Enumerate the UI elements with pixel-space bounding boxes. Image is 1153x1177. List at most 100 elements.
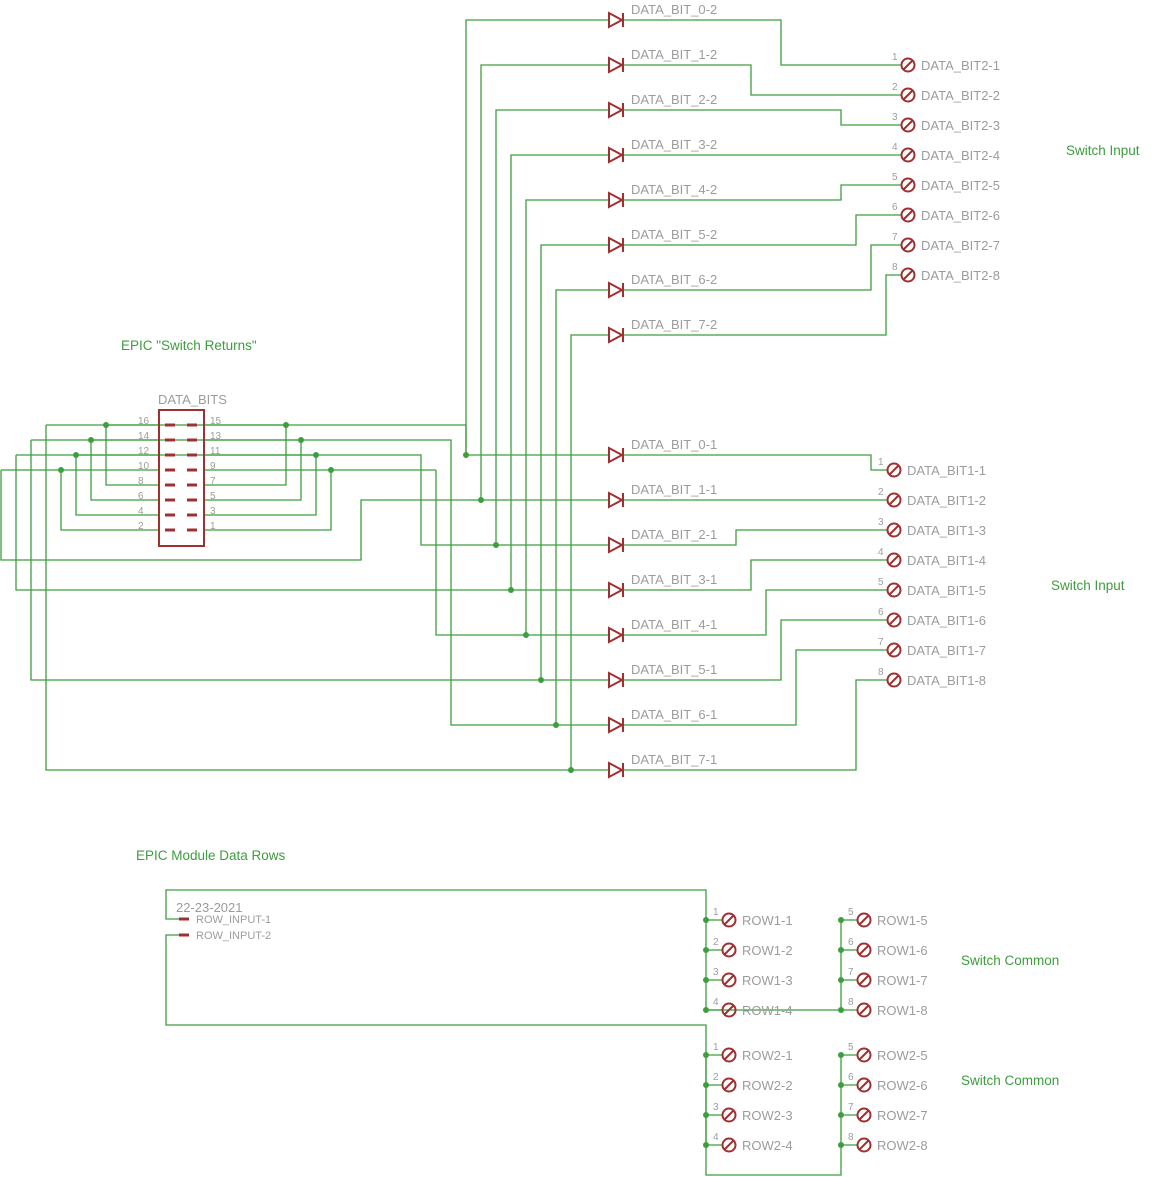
row-connector-name: 22-23-2021 [176, 900, 243, 915]
terminal-pin-number: 4 [713, 1132, 719, 1143]
connector-wire [204, 470, 332, 531]
connector-wire [30, 440, 608, 681]
note-switch-returns: EPIC "Switch Returns" [121, 338, 257, 353]
terminal-pin-number: 3 [878, 517, 884, 528]
connector-pin-left [165, 468, 175, 472]
diode-group2 [608, 281, 625, 299]
terminal-pin-number: 7 [878, 637, 884, 648]
connector-wire [90, 440, 159, 501]
diode-group2 [608, 191, 625, 209]
connector-pin-left [165, 498, 175, 502]
terminal-row [721, 912, 737, 928]
connector-pin-left [165, 423, 175, 427]
terminal-slash [858, 1079, 870, 1091]
junction-dot [703, 1112, 709, 1118]
junction-dot [283, 422, 289, 428]
terminal-slash [858, 1049, 870, 1061]
terminal-slash [902, 119, 914, 131]
diode-symbol [608, 446, 625, 464]
terminal-label: ROW2-1 [742, 1048, 793, 1063]
terminal-label: DATA_BIT2-4 [921, 148, 1000, 163]
diode-group1 [608, 761, 625, 779]
junction-dot [703, 917, 709, 923]
terminal-bit1 [886, 612, 902, 628]
diode-group1 [608, 671, 625, 689]
terminal-row [856, 1107, 872, 1123]
terminal-slash [888, 644, 900, 656]
terminal-label: ROW2-8 [877, 1138, 928, 1153]
terminal-bit2 [900, 117, 916, 133]
connector-pin-right [187, 438, 197, 442]
terminal-row [856, 1137, 872, 1153]
terminal-slash [902, 179, 914, 191]
terminal-label: ROW2-7 [877, 1108, 928, 1123]
note-switch-common-2: Switch Common [961, 1073, 1059, 1088]
diode-symbol [608, 236, 625, 254]
diode-symbol [608, 761, 625, 779]
terminal-pin-number: 7 [848, 967, 854, 978]
bus-wire [540, 244, 608, 680]
connector-pin-left [165, 438, 175, 442]
terminal-row [721, 1077, 737, 1093]
diode-symbol [608, 536, 625, 554]
terminal-bit1 [886, 642, 902, 658]
terminal-slash [888, 674, 900, 686]
row-input-1-label: ROW_INPUT-1 [196, 914, 271, 926]
connector-pin-number: 15 [210, 416, 222, 427]
terminal-pin-number: 6 [848, 1072, 854, 1083]
terminal-pin-number: 7 [892, 232, 898, 243]
connector-pin-number: 16 [138, 416, 150, 427]
junction-dot [703, 977, 709, 983]
terminal-pin-number: 4 [892, 142, 898, 153]
diode-label: DATA_BIT_7-1 [631, 752, 717, 767]
output-wire [624, 529, 888, 546]
terminal-label: DATA_BIT2-5 [921, 178, 1000, 193]
connector-pin-number: 14 [138, 431, 150, 442]
terminal-row [721, 1002, 737, 1018]
connector-wire [45, 425, 608, 771]
terminal-label: DATA_BIT2-2 [921, 88, 1000, 103]
terminal-slash [902, 269, 914, 281]
terminal-pin-number: 5 [892, 172, 898, 183]
terminal-row [856, 1077, 872, 1093]
terminal-bit2 [900, 87, 916, 103]
terminal-row [856, 1047, 872, 1063]
junction-dot [703, 1082, 709, 1088]
junction-dot [73, 452, 79, 458]
diode-group2 [608, 146, 625, 164]
diode-symbol [608, 671, 625, 689]
connector-name: DATA_BITS [158, 392, 227, 407]
terminal-pin-number: 8 [848, 1132, 854, 1143]
terminal-label: ROW1-5 [877, 913, 928, 928]
terminal-label: ROW1-3 [742, 973, 793, 988]
connector-wire [15, 455, 608, 591]
diode-group2 [608, 11, 625, 29]
diode-symbol [608, 146, 625, 164]
junction-dot [838, 917, 844, 923]
terminal-label: DATA_BIT2-7 [921, 238, 1000, 253]
labels: Switch Input Switch Input EPIC "Switch R… [121, 2, 1140, 1153]
terminal-label: ROW2-6 [877, 1078, 928, 1093]
terminal-label: DATA_BIT2-6 [921, 208, 1000, 223]
diode-label: DATA_BIT_5-1 [631, 662, 717, 677]
output-wire [624, 109, 902, 126]
diode-symbol [608, 491, 625, 509]
terminal-pin-number: 3 [713, 967, 719, 978]
diode-group2 [608, 326, 625, 344]
output-wire [624, 184, 902, 201]
connector-body [158, 409, 205, 547]
connector-pin-number: 13 [210, 431, 222, 442]
connector-pin-number: 9 [210, 461, 216, 472]
terminal-bit1 [886, 582, 902, 598]
terminal-row [856, 972, 872, 988]
terminal-slash [888, 584, 900, 596]
terminal-label: ROW1-7 [877, 973, 928, 988]
row-input-pin [179, 933, 189, 937]
diode-group2 [608, 56, 625, 74]
terminal-slash [723, 1049, 735, 1061]
terminal-label: DATA_BIT1-4 [907, 553, 986, 568]
terminal-slash [723, 1079, 735, 1091]
output-wire [624, 619, 888, 681]
diode-label: DATA_BIT_3-1 [631, 572, 717, 587]
output-wire [624, 454, 888, 471]
